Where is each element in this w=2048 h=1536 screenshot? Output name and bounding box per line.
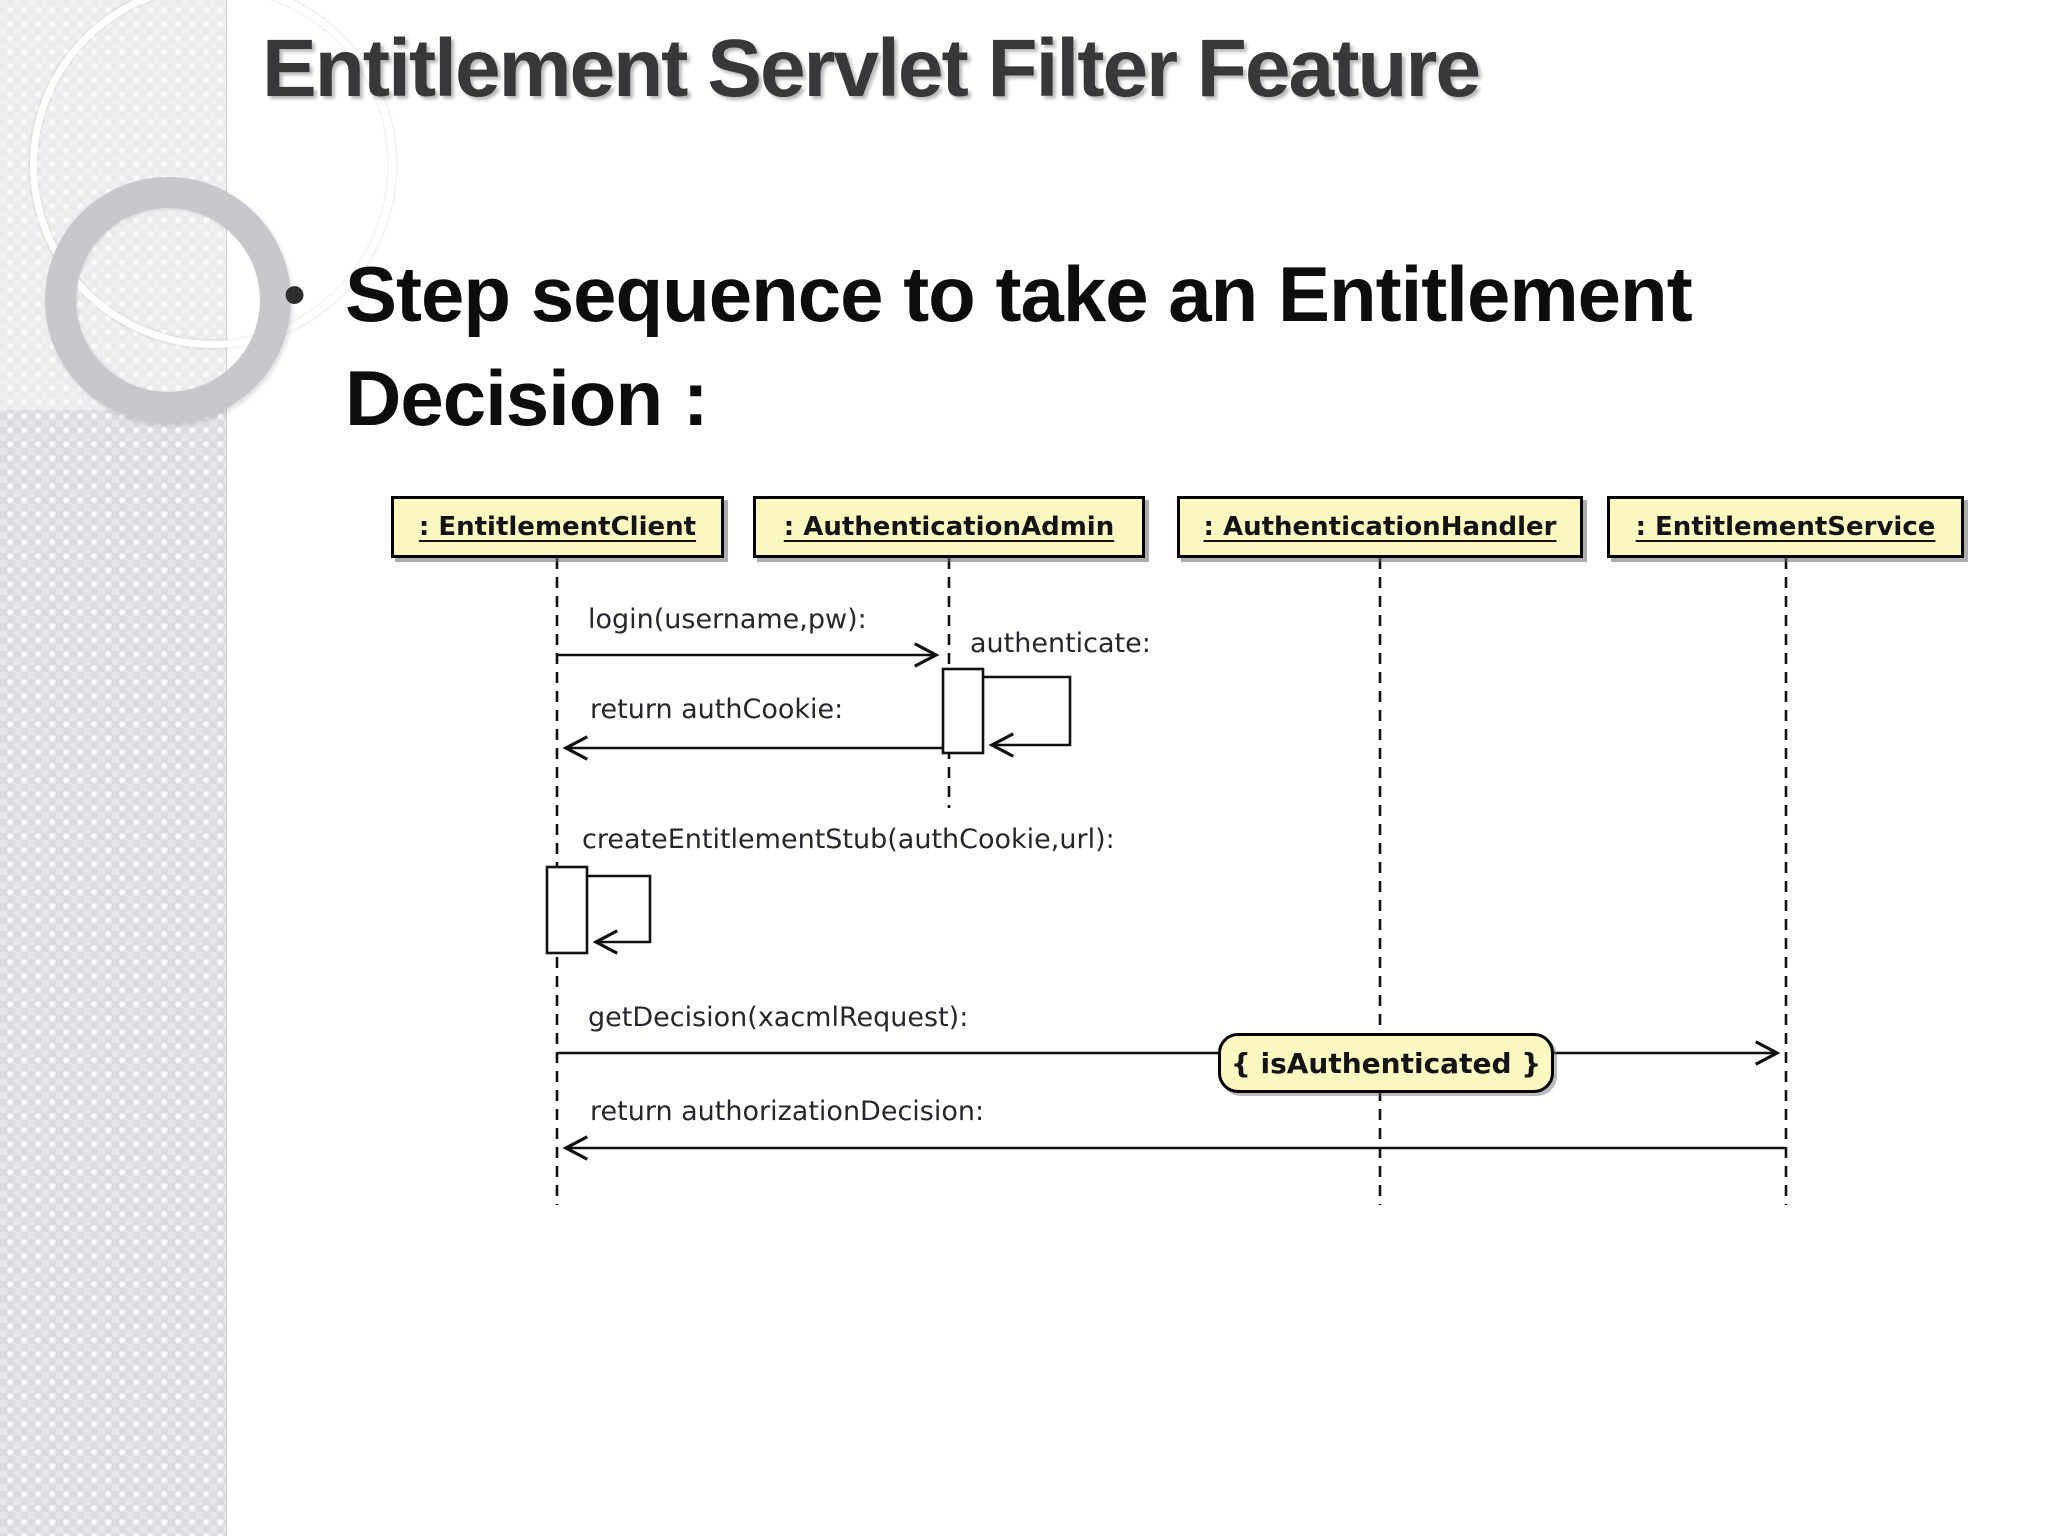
message-arrow-authenticate-self — [983, 675, 1072, 758]
decor-ring-thick — [45, 177, 291, 423]
bullet-marker: • — [283, 257, 307, 331]
bullet-text-line-2: Decision : — [345, 354, 709, 442]
lifeline-head-entitlementclient: : EntitlementClient — [391, 496, 724, 558]
message-label-createstub: createEntitlementStub(authCookie,url): — [582, 824, 1115, 855]
message-label-authenticate: authenticate: — [970, 628, 1151, 659]
lifeline-head-entitlementservice: : EntitlementService — [1607, 496, 1964, 558]
lifeline-head-authenticationadmin: : AuthenticationAdmin — [753, 496, 1145, 558]
bullet-text: Step sequence to take an Entitlement Dec… — [345, 242, 1693, 450]
page-title: Entitlement Servlet Filter Feature — [262, 23, 1481, 114]
constraint-badge: { isAuthenticated } — [1218, 1033, 1554, 1093]
message-label-return-authzdecision: return authorizationDecision: — [590, 1096, 985, 1127]
message-label-return-authcookie: return authCookie: — [590, 694, 844, 725]
bullet-text-line-1: Step sequence to take an Entitlement — [345, 250, 1693, 338]
lifeline-head-authenticationhandler: : AuthenticationHandler — [1177, 496, 1583, 558]
message-arrow-createstub-self — [587, 874, 652, 955]
message-label-getdecision: getDecision(xacmlRequest): — [588, 1002, 969, 1033]
bullet-item: • Step sequence to take an Entitlement D… — [283, 242, 1693, 450]
activation-entitlementclient — [545, 865, 589, 955]
activation-authenticationadmin — [941, 667, 985, 755]
message-label-login: login(username,pw): — [588, 604, 867, 635]
